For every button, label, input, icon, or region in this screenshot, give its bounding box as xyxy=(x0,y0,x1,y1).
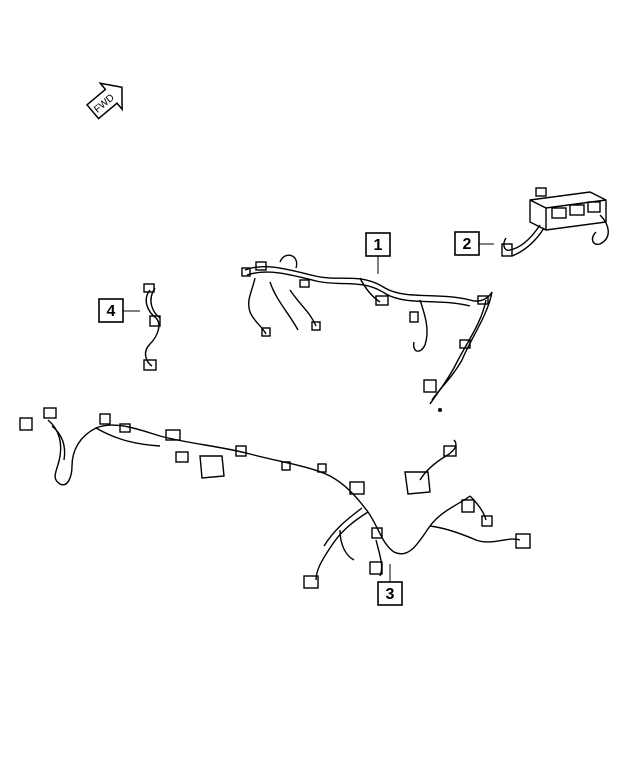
callout-1: 1 xyxy=(365,232,391,274)
fuse-box-harness xyxy=(501,187,609,257)
body-harness xyxy=(19,407,531,589)
instrument-panel-harness xyxy=(241,254,493,405)
callout-4: 4 xyxy=(98,298,140,323)
callout-2-label: 2 xyxy=(463,236,472,253)
harness-1-end-dot xyxy=(438,408,442,412)
callout-2: 2 xyxy=(454,231,494,256)
callout-1-label: 1 xyxy=(374,237,383,254)
callout-4-label: 4 xyxy=(107,303,116,320)
callout-3: 3 xyxy=(377,564,403,606)
sensor-jumper-harness xyxy=(143,283,161,371)
callout-3-label: 3 xyxy=(386,586,395,603)
forward-arrow-icon: FWD xyxy=(85,82,123,120)
